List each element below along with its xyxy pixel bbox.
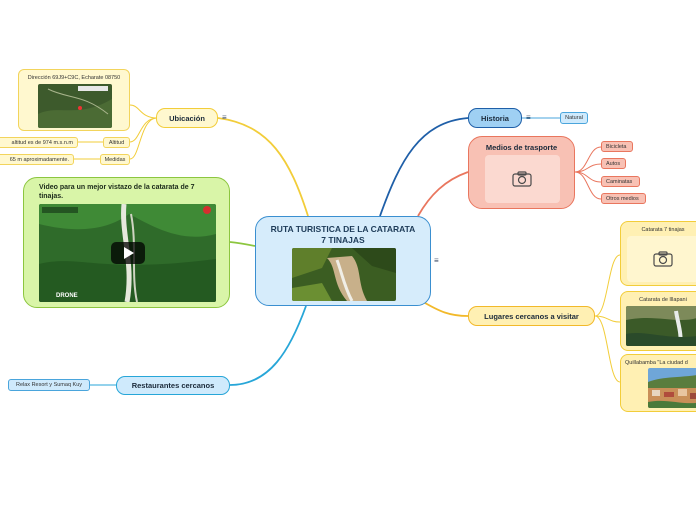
camera-icon: [512, 171, 532, 187]
historia-node[interactable]: Historia: [468, 108, 522, 128]
medidas-value: 65 m aproximadamente.: [9, 156, 69, 163]
restaurant-item-label: Relax Resort y Sumaq Kuy: [15, 382, 83, 388]
transporte-item-2[interactable]: Caminatas: [601, 176, 640, 187]
central-topic[interactable]: RUTA TURISTICA DE LA CATARATA 7 TINAJAS: [255, 216, 431, 306]
central-title: RUTA TURISTICA DE LA CATARATA 7 TINAJAS: [270, 224, 416, 245]
restaurantes-label: Restaurantes cercanos: [131, 381, 215, 390]
camera-icon: [653, 251, 673, 267]
lugar-image-placeholder: [627, 236, 696, 282]
transporte-item-0[interactable]: Bicicleta: [601, 141, 633, 152]
video-card[interactable]: Video para un mejor vistazo de la catara…: [23, 177, 230, 308]
lugar-label: Catarata 7 tinajas: [641, 226, 685, 233]
illapani-photo: [626, 306, 696, 346]
video-thumbnail[interactable]: DRONE: [39, 204, 216, 302]
video-title: Video para un mejor vistazo de la catara…: [39, 184, 195, 200]
transporte-image-placeholder: [485, 155, 560, 203]
play-icon: [124, 247, 134, 259]
lugar-label: Catarata de Illapani: [639, 296, 687, 303]
altitud-value-box[interactable]: altitud es de 974 m.s.n.m: [0, 137, 78, 148]
transporte-node[interactable]: Medios de trasporte: [468, 136, 575, 209]
lugar-card-2[interactable]: Quillabamba "La ciudad d: [620, 354, 696, 412]
altitud-label-box[interactable]: Altitud: [103, 137, 130, 148]
medidas-label-box[interactable]: Medidas: [100, 154, 130, 165]
menu-icon[interactable]: ≡: [526, 113, 531, 122]
play-button[interactable]: [111, 242, 145, 264]
historia-item-label: Natural: [565, 115, 583, 121]
transporte-item-label: Bicicleta: [606, 143, 627, 150]
address-text: Dirección 69J9+C9C, Echarate 08750: [27, 74, 121, 81]
altitud-value: altitud es de 974 m.s.n.m: [11, 139, 73, 146]
restaurantes-node[interactable]: Restaurantes cercanos: [116, 376, 230, 395]
lugares-label: Lugares cercanos a visitar: [484, 311, 579, 321]
ubicacion-label: Ubicación: [169, 113, 205, 123]
altitud-label: Altitud: [108, 139, 125, 146]
lugares-node[interactable]: Lugares cercanos a visitar: [468, 306, 595, 326]
transporte-item-label: Autos: [606, 160, 621, 167]
historia-label: Historia: [481, 113, 509, 123]
drone-watermark: DRONE: [56, 293, 78, 299]
historia-item[interactable]: Natural: [560, 112, 588, 124]
transporte-item-label: Otros medios: [606, 195, 639, 202]
menu-icon[interactable]: ≡: [434, 256, 439, 265]
lugar-card-1[interactable]: Catarata de Illapani: [620, 291, 696, 351]
lugar-card-0[interactable]: Catarata 7 tinajas: [620, 221, 696, 286]
map-image: [38, 84, 112, 128]
waterfall-photo: [292, 248, 396, 301]
transporte-item-label: Caminatas: [606, 178, 633, 185]
address-card[interactable]: Dirección 69J9+C9C, Echarate 08750: [18, 69, 130, 131]
quillabamba-photo: [648, 368, 696, 408]
restaurant-item[interactable]: Relax Resort y Sumaq Kuy: [8, 379, 90, 391]
transporte-item-3[interactable]: Otros medios: [601, 193, 646, 204]
medidas-label: Medidas: [104, 156, 126, 163]
transporte-label: Medios de trasporte: [485, 143, 558, 152]
medidas-value-box[interactable]: 65 m aproximadamente.: [0, 154, 74, 165]
ubicacion-node[interactable]: Ubicación: [156, 108, 218, 128]
transporte-item-1[interactable]: Autos: [601, 158, 626, 169]
menu-icon[interactable]: ≡: [222, 113, 227, 122]
lugar-label: Quillabamba "La ciudad d: [625, 359, 688, 366]
